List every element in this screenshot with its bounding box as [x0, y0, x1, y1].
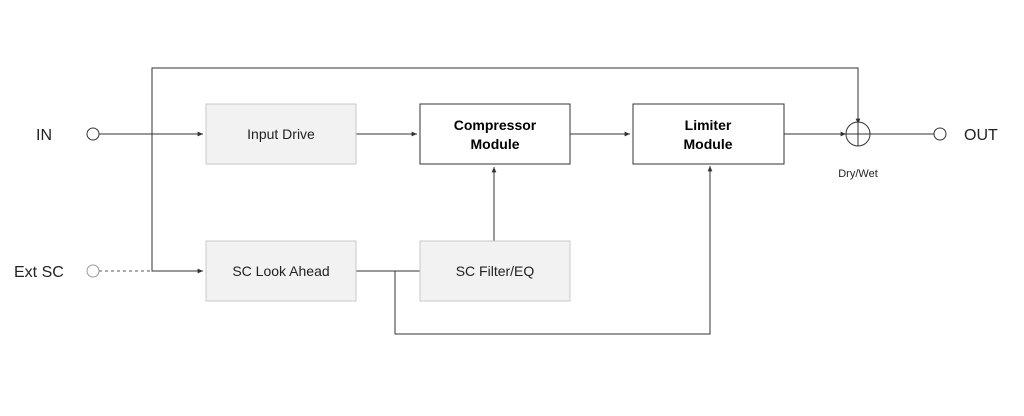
wire-dry-path	[151, 67, 861, 134]
wire-look-ahead-to-limiter	[394, 166, 713, 335]
port-out-label: OUT	[964, 127, 998, 144]
compressor-label-line2: Module	[471, 136, 520, 152]
input-drive-label: Input Drive	[247, 126, 315, 142]
port-ext-sc-label: Ext SC	[14, 264, 64, 281]
in-terminal-icon	[86, 127, 100, 141]
port-in: IN	[36, 127, 100, 144]
wire-in-to-sc-look-ahead	[151, 134, 203, 274]
block-input-drive: Input Drive	[205, 103, 357, 165]
dry-wet-label: Dry/Wet	[838, 168, 878, 180]
limiter-label-line2: Module	[684, 136, 733, 152]
out-terminal-icon	[933, 127, 947, 141]
block-sc-look-ahead: SC Look Ahead	[205, 240, 357, 302]
block-sc-filter-eq: SC Filter/EQ	[419, 240, 571, 302]
limiter-label-line1: Limiter	[685, 117, 732, 133]
sc-look-ahead-label: SC Look Ahead	[232, 263, 329, 279]
compressor-label-line1: Compressor	[454, 117, 537, 133]
connections	[99, 67, 934, 335]
port-ext-sc: Ext SC	[14, 264, 100, 281]
block-compressor-module: Compressor Module	[419, 103, 571, 165]
sc-filter-eq-label: SC Filter/EQ	[456, 263, 535, 279]
block-limiter-module: Limiter Module	[632, 103, 785, 165]
port-in-label: IN	[36, 127, 52, 144]
dry-wet-mixer: Dry/Wet	[838, 121, 878, 180]
port-out: OUT	[933, 127, 998, 144]
ext-sc-terminal-icon	[86, 264, 100, 278]
